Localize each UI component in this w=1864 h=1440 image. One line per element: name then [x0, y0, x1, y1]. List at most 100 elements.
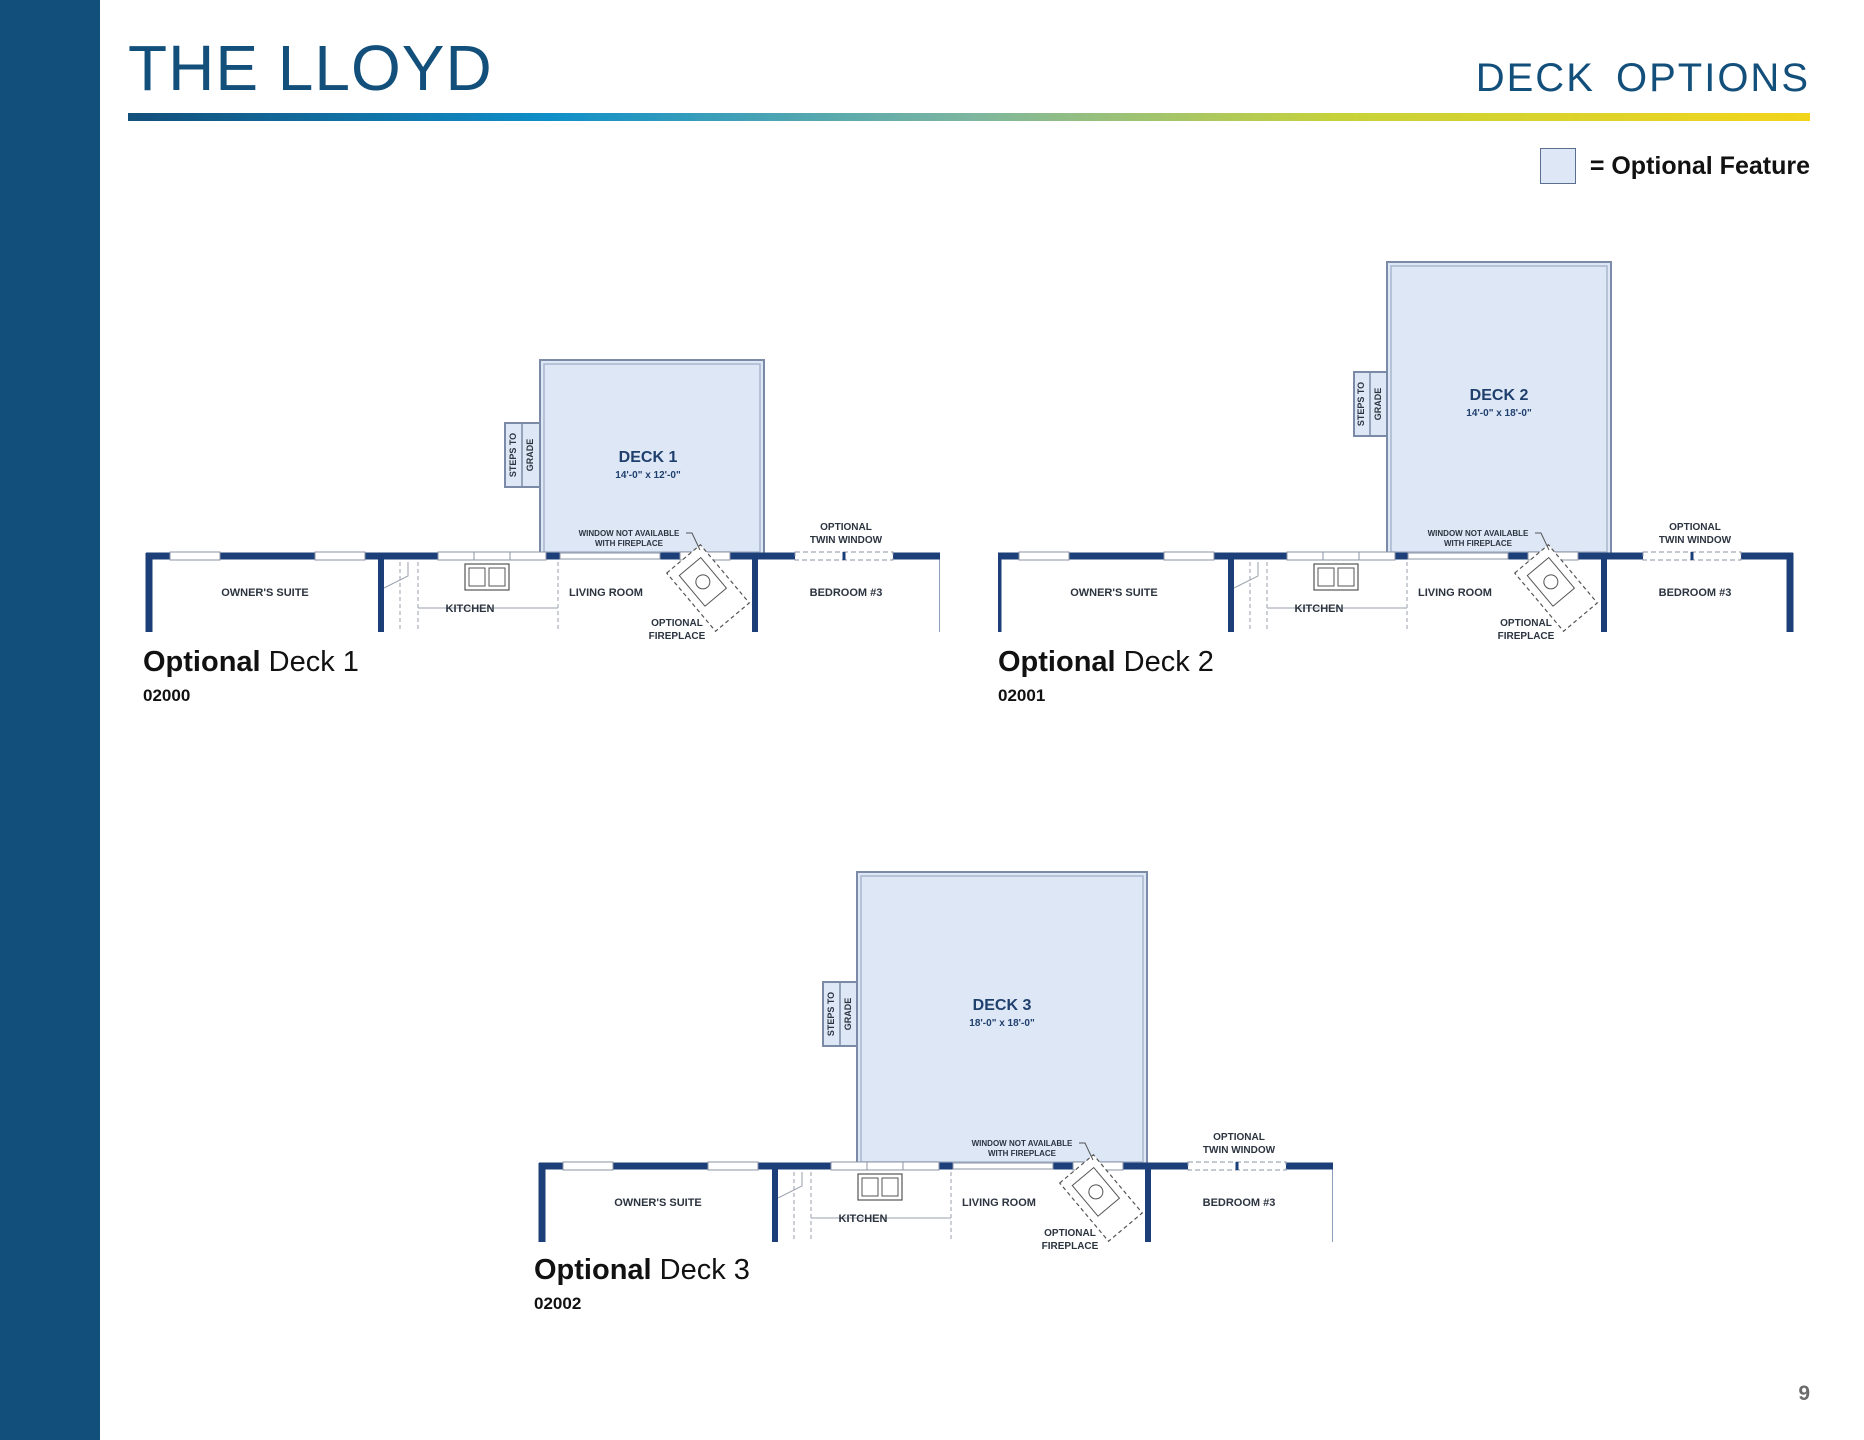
- door-swing: [383, 562, 409, 589]
- optional-fireplace: [1058, 1153, 1144, 1243]
- twin-window-label-line1: OPTIONAL: [1669, 522, 1721, 533]
- door-swing: [777, 1172, 803, 1199]
- window-note-line2: WITH FIREPLACE: [988, 1149, 1057, 1158]
- sink-basin: [468, 567, 486, 587]
- deck-1-size: 14'-0" x 12'-0": [615, 470, 681, 481]
- steps-label-line2: GRADE: [1373, 388, 1383, 421]
- steps-label-line1: STEPS TO: [1356, 382, 1366, 426]
- deck-2-area: [1386, 261, 1612, 557]
- deck-3-name: DECK 3: [973, 997, 1032, 1014]
- fireplace-label-line2: FIREPLACE: [649, 631, 706, 642]
- caption-bold: Optional: [998, 646, 1116, 678]
- legend-swatch: [1539, 148, 1576, 184]
- caption-deck-2: Optional Deck 2 02001: [998, 648, 1214, 706]
- sliding-door: [559, 552, 661, 560]
- window: [1163, 551, 1215, 561]
- door-swing: [1233, 562, 1259, 589]
- sink-basin: [1337, 567, 1355, 587]
- caption-deck-3: Optional Deck 3 02002: [534, 1256, 750, 1314]
- twin-window-label-line2: TWIN WINDOW: [810, 535, 883, 546]
- caption-bold: Optional: [143, 646, 261, 678]
- caption-title: Optional Deck 2: [998, 648, 1214, 677]
- window: [1358, 551, 1396, 561]
- steps-label-line2: GRADE: [525, 439, 535, 472]
- sliding-door: [1407, 552, 1509, 560]
- fireplace-label-line2: FIREPLACE: [1498, 631, 1555, 642]
- window: [509, 551, 547, 561]
- window: [1286, 551, 1324, 561]
- deck-3-rail: [860, 875, 1144, 1163]
- optional-fireplace: [1513, 543, 1599, 633]
- caption-title: Optional Deck 3: [534, 1256, 750, 1285]
- deck-3: STEPS TO GRADE DECK 3 18'-0" x 18'-0": [822, 871, 1148, 1167]
- fireplace-label-line1: OPTIONAL: [1044, 1228, 1096, 1239]
- fireplace-label-line2: FIREPLACE: [1042, 1241, 1099, 1252]
- window: [437, 551, 475, 561]
- gradient-divider: [128, 113, 1810, 121]
- room-label-owners-suite: OWNER'S SUITE: [614, 1197, 702, 1209]
- left-sidebar-band: [0, 0, 100, 1440]
- room-label-owners-suite: OWNER'S SUITE: [221, 587, 309, 599]
- window: [562, 1161, 614, 1171]
- twin-window-label-line2: TWIN WINDOW: [1659, 535, 1732, 546]
- caption-title: Optional Deck 1: [143, 648, 359, 677]
- house-walls: [145, 543, 940, 633]
- window-note-leader: [686, 532, 701, 551]
- sliding-door: [952, 1162, 1054, 1170]
- house-walls: [538, 1153, 1333, 1243]
- deck-1-rail: [543, 363, 761, 553]
- optional-fireplace: [665, 543, 751, 633]
- sink-basin: [881, 1177, 899, 1197]
- room-label-kitchen: KITCHEN: [1295, 603, 1344, 615]
- window: [830, 1161, 868, 1171]
- window: [473, 551, 511, 561]
- page-title: THE LLOYD: [128, 32, 493, 104]
- window: [1018, 551, 1070, 561]
- steps-label-line2: GRADE: [843, 998, 853, 1031]
- sink-basin: [861, 1177, 879, 1197]
- deck-2: STEPS TO GRADE DECK 2 14'-0" x 18'-0": [1353, 261, 1612, 557]
- sink-basin: [1317, 567, 1335, 587]
- window: [902, 1161, 940, 1171]
- deck-1-area: [539, 359, 765, 557]
- legend: = Optional Feature: [1539, 146, 1810, 186]
- room-label-kitchen: KITCHEN: [839, 1213, 888, 1225]
- window: [707, 1161, 759, 1171]
- caption-deck-1: Optional Deck 1 02000: [143, 648, 359, 706]
- sink-basin: [488, 567, 506, 587]
- window-note-line1: WINDOW NOT AVAILABLE: [972, 1139, 1073, 1148]
- caption-code: 02001: [998, 686, 1046, 705]
- caption-rest: Deck 2: [1115, 646, 1214, 678]
- window: [866, 1161, 904, 1171]
- deck-2-size: 14'-0" x 18'-0": [1466, 408, 1532, 419]
- window-note-line1: WINDOW NOT AVAILABLE: [1428, 529, 1529, 538]
- floorplan-deck-2: STEPS TO GRADE DECK 2 14'-0" x 18'-0": [998, 250, 1798, 650]
- deck-1-name: DECK 1: [619, 449, 678, 466]
- room-label-bedroom-3: BEDROOM #3: [1659, 587, 1732, 599]
- caption-rest: Deck 1: [260, 646, 359, 678]
- room-label-living-room: LIVING ROOM: [569, 587, 643, 599]
- deck-3-size: 18'-0" x 18'-0": [969, 1018, 1035, 1029]
- window: [1322, 551, 1360, 561]
- page-subtitle: DECK OPTIONS: [1475, 56, 1810, 100]
- window: [314, 551, 366, 561]
- window-note-leader: [1535, 532, 1550, 551]
- caption-code: 02000: [143, 686, 191, 705]
- caption-bold: Optional: [534, 1254, 652, 1286]
- floorplan-deck-3: STEPS TO GRADE DECK 3 18'-0" x 18'-0": [533, 860, 1333, 1260]
- room-label-bedroom-3: BEDROOM #3: [1203, 1197, 1276, 1209]
- fireplace-label-line1: OPTIONAL: [651, 618, 703, 629]
- room-label-kitchen: KITCHEN: [446, 603, 495, 615]
- steps-label-line1: STEPS TO: [508, 433, 518, 477]
- deck-2-name: DECK 2: [1470, 387, 1529, 404]
- room-label-living-room: LIVING ROOM: [1418, 587, 1492, 599]
- caption-code: 02002: [534, 1294, 582, 1313]
- deck-1: STEPS TO GRADE DECK 1 14'-0" x 12'-0": [504, 359, 765, 557]
- legend-text: = Optional Feature: [1589, 151, 1810, 180]
- house-walls: [998, 543, 1794, 633]
- room-label-living-room: LIVING ROOM: [962, 1197, 1036, 1209]
- window: [169, 551, 221, 561]
- deck-2-rail: [1390, 265, 1608, 553]
- fireplace-label-line1: OPTIONAL: [1500, 618, 1552, 629]
- twin-window-label-line1: OPTIONAL: [820, 522, 872, 533]
